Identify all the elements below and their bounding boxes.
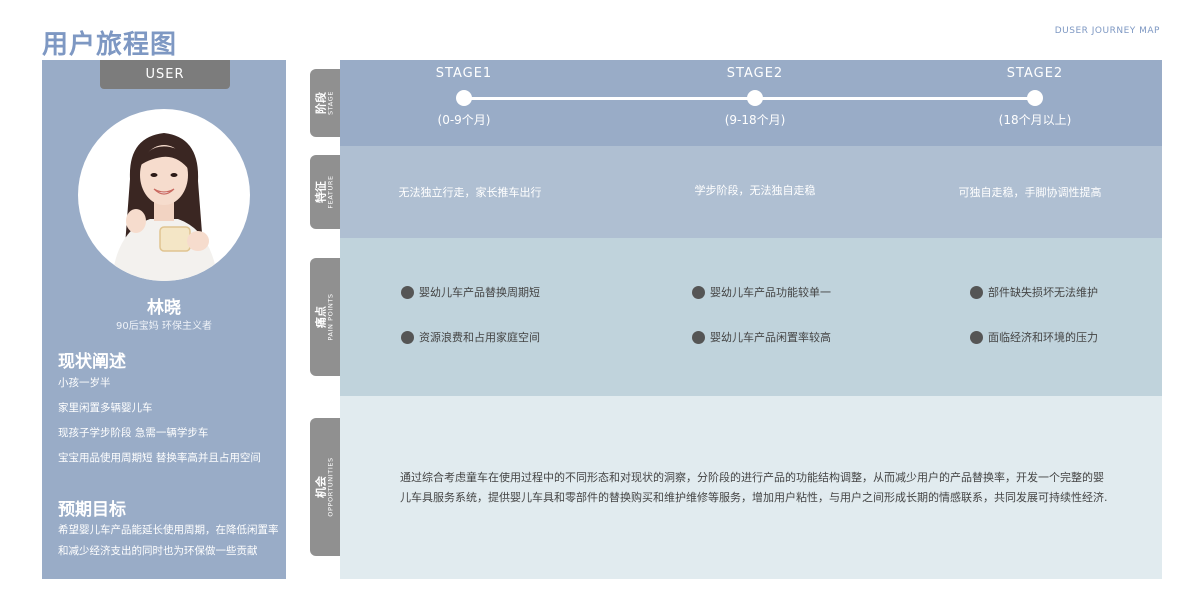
bullet-icon bbox=[692, 285, 705, 299]
goal-title: 预期目标 bbox=[58, 500, 126, 520]
pain-item: 婴幼儿车产品替换周期短 bbox=[401, 284, 540, 300]
feature-band: 无法独立行走，家长推车出行 学步阶段，无法独自走稳 可独自走稳，手脚协调性提高 bbox=[340, 146, 1162, 238]
user-description: 90后宝妈 环保主义者 bbox=[116, 321, 212, 332]
bullet-icon bbox=[692, 330, 705, 344]
opportunity-text: 通过综合考虑童车在使用过程中的不同形态和对现状的洞察，分阶段的进行产品的功能结构… bbox=[400, 471, 1108, 504]
pain-item: 婴幼儿车产品功能较单一 bbox=[692, 284, 831, 300]
feature-text: 学步阶段，无法独自走稳 bbox=[694, 184, 816, 197]
pain-text: 婴幼儿车产品闲置率较高 bbox=[710, 331, 831, 344]
user-panel: USER 林晓 90后宝妈 环保主义者 现状阐述 小孩一岁半 bbox=[42, 60, 286, 579]
status-item: 宝宝用品使用周期短 替换率高并且占用空间 bbox=[58, 452, 261, 464]
stage-dot bbox=[456, 90, 472, 106]
pain-text: 部件缺失损坏无法维护 bbox=[988, 286, 1098, 299]
stage-name: STAGE2 bbox=[1006, 66, 1064, 81]
user-tab: USER bbox=[100, 60, 230, 89]
status-item: 家里闲置多辆婴儿车 bbox=[58, 402, 153, 414]
status-item: 小孩一岁半 bbox=[58, 377, 111, 389]
pain-item: 部件缺失损坏无法维护 bbox=[970, 284, 1098, 300]
pain-band: 婴幼儿车产品替换周期短 资源浪费和占用家庭空间 婴幼儿车产品功能较单一 婴幼儿车… bbox=[340, 238, 1162, 396]
user-photo-icon bbox=[112, 133, 218, 281]
opportunity-band: 通过综合考虑童车在使用过程中的不同形态和对现状的洞察，分阶段的进行产品的功能结构… bbox=[340, 396, 1162, 579]
stage-range: (0-9个月) bbox=[437, 113, 491, 127]
pain-text: 资源浪费和占用家庭空间 bbox=[419, 331, 540, 344]
stage-dot bbox=[1027, 90, 1043, 106]
pain-text: 婴幼儿车产品替换周期短 bbox=[419, 286, 540, 299]
row-label-en: FEATURE bbox=[326, 175, 335, 209]
feature-text: 无法独立行走，家长推车出行 bbox=[398, 186, 542, 199]
row-label-en: PAIN POINTS bbox=[326, 293, 335, 341]
pain-text: 婴幼儿车产品功能较单一 bbox=[710, 286, 831, 299]
page-title: 用户旅程图 bbox=[42, 30, 178, 60]
pain-item: 资源浪费和占用家庭空间 bbox=[401, 329, 540, 345]
stage-name: STAGE1 bbox=[435, 66, 493, 81]
row-label-en: OPPORTUNITIES bbox=[326, 457, 335, 517]
bullet-icon bbox=[401, 285, 414, 299]
stage-name: STAGE2 bbox=[726, 66, 784, 81]
stage-range: (18个月以上) bbox=[998, 113, 1072, 127]
bullet-icon bbox=[401, 330, 414, 344]
row-label-en: STAGE bbox=[326, 90, 335, 116]
status-item: 现孩子学步阶段 急需一辆学步车 bbox=[58, 427, 209, 439]
stage-dot bbox=[747, 90, 763, 106]
header-tag: DUSER JOURNEY MAP bbox=[1054, 26, 1160, 36]
pain-item: 婴幼儿车产品闲置率较高 bbox=[692, 329, 831, 345]
bullet-icon bbox=[970, 285, 983, 299]
stage-band: STAGE1 (0-9个月) STAGE2 (9-18个月) STAGE2 (1… bbox=[340, 60, 1162, 146]
avatar bbox=[78, 109, 250, 281]
feature-text: 可独自走稳，手脚协调性提高 bbox=[958, 186, 1102, 199]
pain-item: 面临经济和环境的压力 bbox=[970, 329, 1098, 345]
status-title: 现状阐述 bbox=[58, 352, 126, 372]
user-name: 林晓 bbox=[147, 298, 181, 318]
pain-text: 面临经济和环境的压力 bbox=[988, 331, 1098, 344]
stage-range: (9-18个月) bbox=[724, 113, 786, 127]
bullet-icon bbox=[970, 330, 983, 344]
goal-text: 希望婴儿车产品能延长使用周期，在降低闲置率和减少经济支出的同时也为环保做一些贡献 bbox=[58, 524, 279, 557]
